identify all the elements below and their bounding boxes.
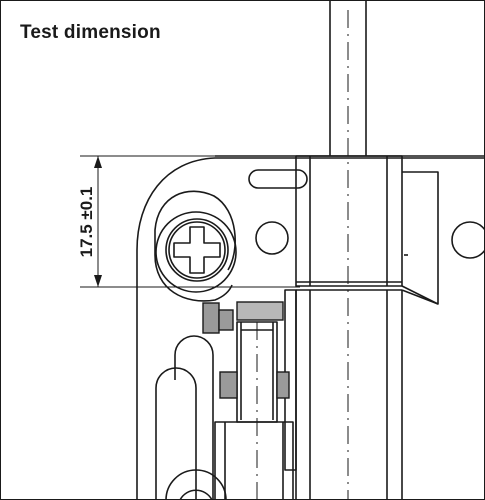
lower-bracket xyxy=(214,421,294,500)
hole-right xyxy=(451,221,485,259)
arrow-up xyxy=(94,156,102,168)
center-lines xyxy=(256,10,349,500)
shaded-parts xyxy=(202,301,290,399)
slot xyxy=(248,169,308,189)
right-flange xyxy=(401,171,439,305)
dimension-label: 17.5 ±0.1 xyxy=(77,187,96,258)
rod-top xyxy=(329,0,367,156)
screw-boss xyxy=(154,190,237,302)
hole-left xyxy=(255,221,289,255)
dimension-arrows xyxy=(94,156,102,287)
dimension-lines xyxy=(80,155,300,288)
bracket-outline xyxy=(136,157,485,500)
drawing-title: Test dimension xyxy=(20,22,161,43)
phillips-screw-icon xyxy=(165,218,229,282)
main-block-lower xyxy=(295,289,403,500)
bottom-round xyxy=(165,469,227,500)
long-slot xyxy=(174,335,214,500)
main-block-upper xyxy=(295,155,403,287)
long-slot-inner xyxy=(155,367,197,500)
arrow-down xyxy=(94,275,102,287)
